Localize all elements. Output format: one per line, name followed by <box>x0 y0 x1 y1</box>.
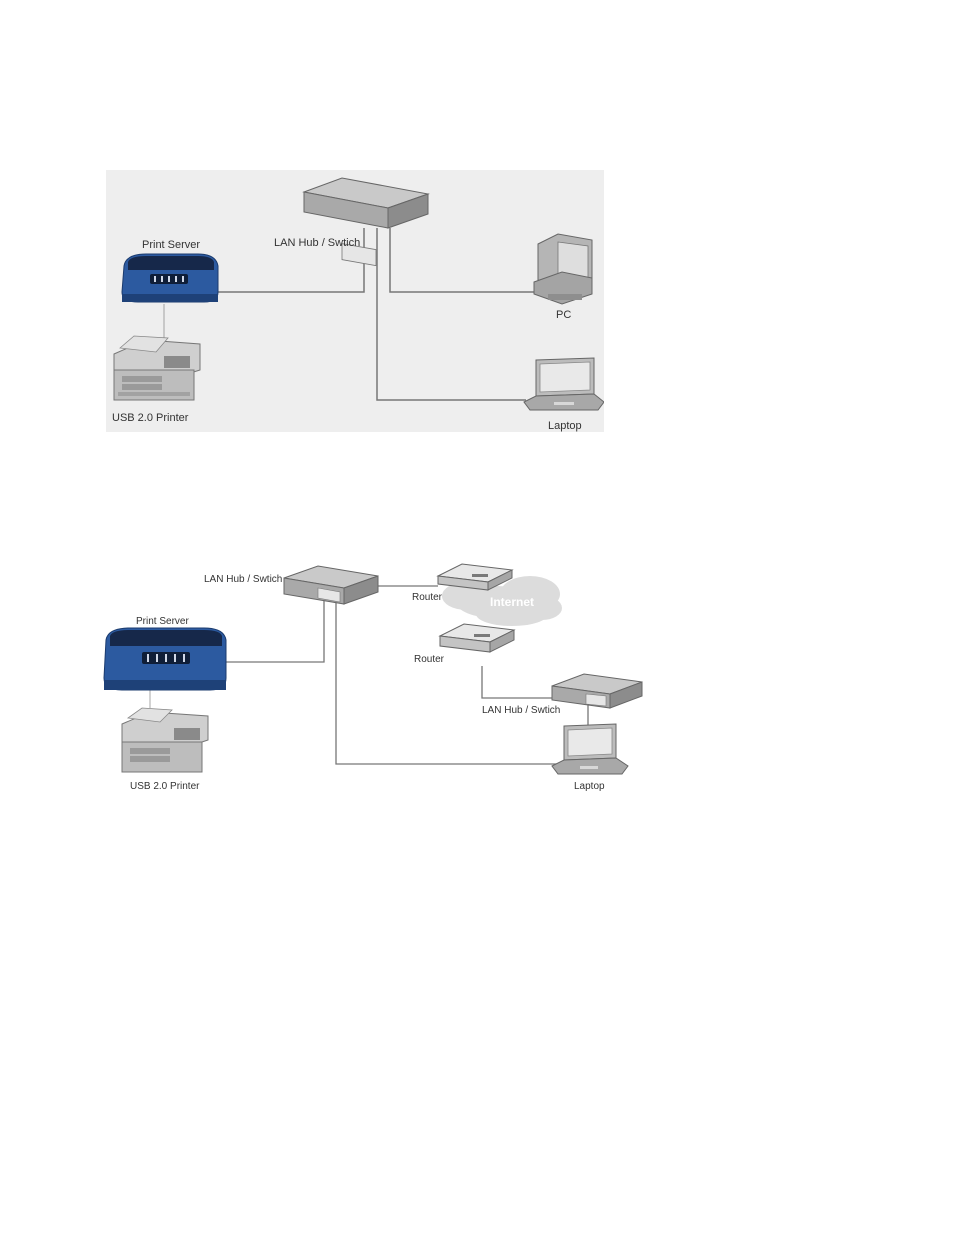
network-diagram-2: Internet LAN Hub / Swtich Router <box>96 548 656 798</box>
line-router-to-hub-bottom <box>482 666 552 698</box>
print-server-icon <box>122 254 218 302</box>
usb-printer-icon <box>122 708 208 772</box>
line-hub-to-pc <box>390 228 538 292</box>
line-hub-to-laptop <box>377 228 526 400</box>
print-server-label: Print Server <box>136 616 189 627</box>
lan-hub-bottom-label: LAN Hub / Swtich <box>482 705 560 716</box>
laptop-label: Laptop <box>574 781 605 792</box>
internet-label: Internet <box>490 595 534 609</box>
usb-printer-label: USB 2.0 Printer <box>130 781 200 792</box>
router-bottom-label: Router <box>414 654 445 665</box>
lan-hub-top-label: LAN Hub / Swtich <box>204 574 282 585</box>
diagram-1-canvas: LAN Hub / Swtich Print Server <box>106 170 604 432</box>
lan-hub-switch-top-icon <box>284 566 378 604</box>
laptop-icon <box>524 358 604 410</box>
laptop-icon <box>552 724 628 774</box>
diagram-2-canvas: Internet LAN Hub / Swtich Router <box>96 548 656 798</box>
print-server-label: Print Server <box>142 239 200 251</box>
usb-printer-label: USB 2.0 Printer <box>112 412 189 424</box>
laptop-label: Laptop <box>548 420 582 432</box>
lan-hub-label: LAN Hub / Swtich <box>274 237 360 249</box>
lan-hub-switch-bottom-icon <box>552 674 642 708</box>
network-diagram-1: LAN Hub / Swtich Print Server <box>106 170 604 432</box>
pc-icon <box>534 234 592 304</box>
router-top-label: Router <box>412 592 443 603</box>
lan-hub-switch-icon <box>304 178 428 266</box>
usb-printer-icon <box>114 336 200 400</box>
line-printserver-to-hub <box>226 600 324 662</box>
router-bottom-icon <box>440 624 514 652</box>
print-server-icon <box>104 628 226 690</box>
pc-label: PC <box>556 309 571 321</box>
